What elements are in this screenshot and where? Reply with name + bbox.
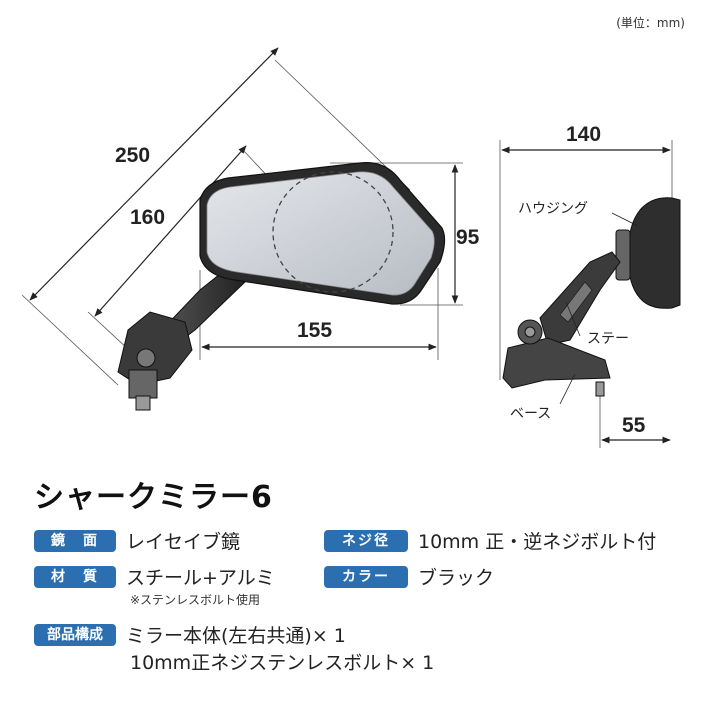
dim-160-label: 160 <box>130 206 165 229</box>
dim-line-160 <box>94 145 247 317</box>
dim-140-label: 140 <box>566 123 601 146</box>
label-stay: ステー <box>587 331 629 347</box>
dim-55-label: 55 <box>622 414 646 437</box>
spec-value-components-line2: 10mm正ネジステンレスボルト× 1 <box>130 652 435 674</box>
spec-mirror-surface: 鏡 面 レイセイブ鏡 <box>34 527 240 554</box>
spec-components: 部品構成 ミラー本体(左右共通)× 1 <box>34 621 346 648</box>
dim-95-label: 95 <box>456 226 480 249</box>
spec-material: 材 質 スチール+アルミ <box>34 563 275 590</box>
convex-area-outline <box>272 171 394 293</box>
spec-screw-diameter: ネジ径 10mm 正・逆ネジボルト付 <box>324 527 656 554</box>
mirror-dimension-diagram: 250 160 95 155 140 55 <box>21 47 681 448</box>
spec-label-mirror-surface: 鏡 面 <box>34 529 116 552</box>
spec-label-color: カラー <box>324 565 408 588</box>
label-housing: ハウジング <box>518 201 588 217</box>
side-view: 140 55 ハウジング ステー ベース <box>499 123 681 448</box>
front-view: 250 160 95 155 <box>21 47 480 411</box>
spec-value-color: ブラック <box>418 567 495 589</box>
spec-value-components-line1: ミラー本体(左右共通)× 1 <box>126 625 346 647</box>
spec-label-components: 部品構成 <box>34 623 116 646</box>
spec-value-screw-diameter: 10mm 正・逆ネジボルト付 <box>418 531 657 553</box>
mirror-glass <box>206 171 435 296</box>
spec-label-material: 材 質 <box>34 565 116 588</box>
side-housing <box>627 197 681 309</box>
product-title: シャークミラー6 <box>34 480 273 515</box>
spec-label-screw-diameter: ネジ径 <box>324 529 408 552</box>
spec-value-material: スチール+アルミ <box>126 567 275 589</box>
spec-color: カラー ブラック <box>324 563 494 590</box>
spec-value-mirror-surface: レイセイブ鏡 <box>126 531 241 553</box>
mirror-base <box>117 311 193 386</box>
unit-note: (単位：mm) <box>616 16 685 30</box>
side-base <box>502 337 611 389</box>
label-base: ベース <box>510 406 551 422</box>
dim-155-label: 155 <box>297 319 332 342</box>
dim-250-label: 250 <box>115 144 150 167</box>
spec-material-note: ※ステンレスボルト使用 <box>130 593 261 607</box>
